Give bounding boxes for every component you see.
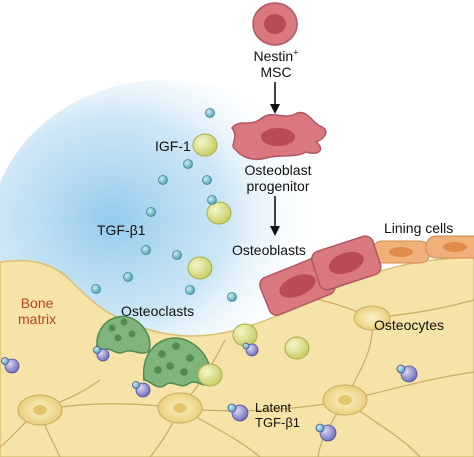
- msc-cell: [252, 2, 298, 46]
- label-osteocytes: Osteocytes: [374, 317, 445, 333]
- label-lining-cells: Lining cells: [384, 220, 454, 236]
- osteocyte-cell: [33, 405, 47, 415]
- label-nestin-msc: Nestin+ MSC: [236, 48, 316, 80]
- label-tgfb1: TGF-β1: [97, 222, 146, 238]
- osteoblast-progenitor-cell: [231, 111, 327, 161]
- label-bone-matrix: Bone matrix: [18, 295, 56, 327]
- osteocyte-cell: [173, 403, 187, 413]
- label-latent-line1: Latent: [255, 400, 292, 415]
- label-osteoblast-progenitor-line1: Osteoblast: [244, 162, 312, 178]
- tgfb1-particles: [91, 108, 237, 302]
- osteoclasts-cells: [96, 315, 212, 388]
- label-msc: MSC: [260, 64, 292, 80]
- lining-cells: [371, 235, 474, 264]
- osteocyte-cell: [353, 305, 391, 331]
- label-osteoblasts: Osteoblasts: [232, 242, 306, 258]
- igf1-particles: [187, 133, 310, 387]
- label-osteoblast-progenitor: Osteoblast progenitor: [226, 162, 330, 194]
- label-nestin: Nestin: [253, 48, 294, 64]
- label-latent-line2: TGF-β1: [255, 415, 301, 430]
- latent-tgfb1-complexes: [1, 342, 418, 442]
- osteoblasts-cells: [259, 235, 382, 316]
- label-osteoclasts: Osteoclasts: [121, 303, 195, 319]
- differentiation-arrows: [270, 82, 280, 236]
- label-igf1: IGF-1: [155, 138, 191, 154]
- label-nestin-sup: +: [293, 47, 299, 58]
- label-osteoblast-progenitor-line2: progenitor: [246, 178, 310, 194]
- label-latent-tgfb1: Latent TGF-β1: [255, 400, 300, 430]
- label-bone-matrix-line1: Bone: [20, 295, 54, 311]
- osteocyte-cell: [338, 395, 352, 405]
- osteocytes-cells: [17, 305, 391, 426]
- label-bone-matrix-line2: matrix: [18, 311, 57, 327]
